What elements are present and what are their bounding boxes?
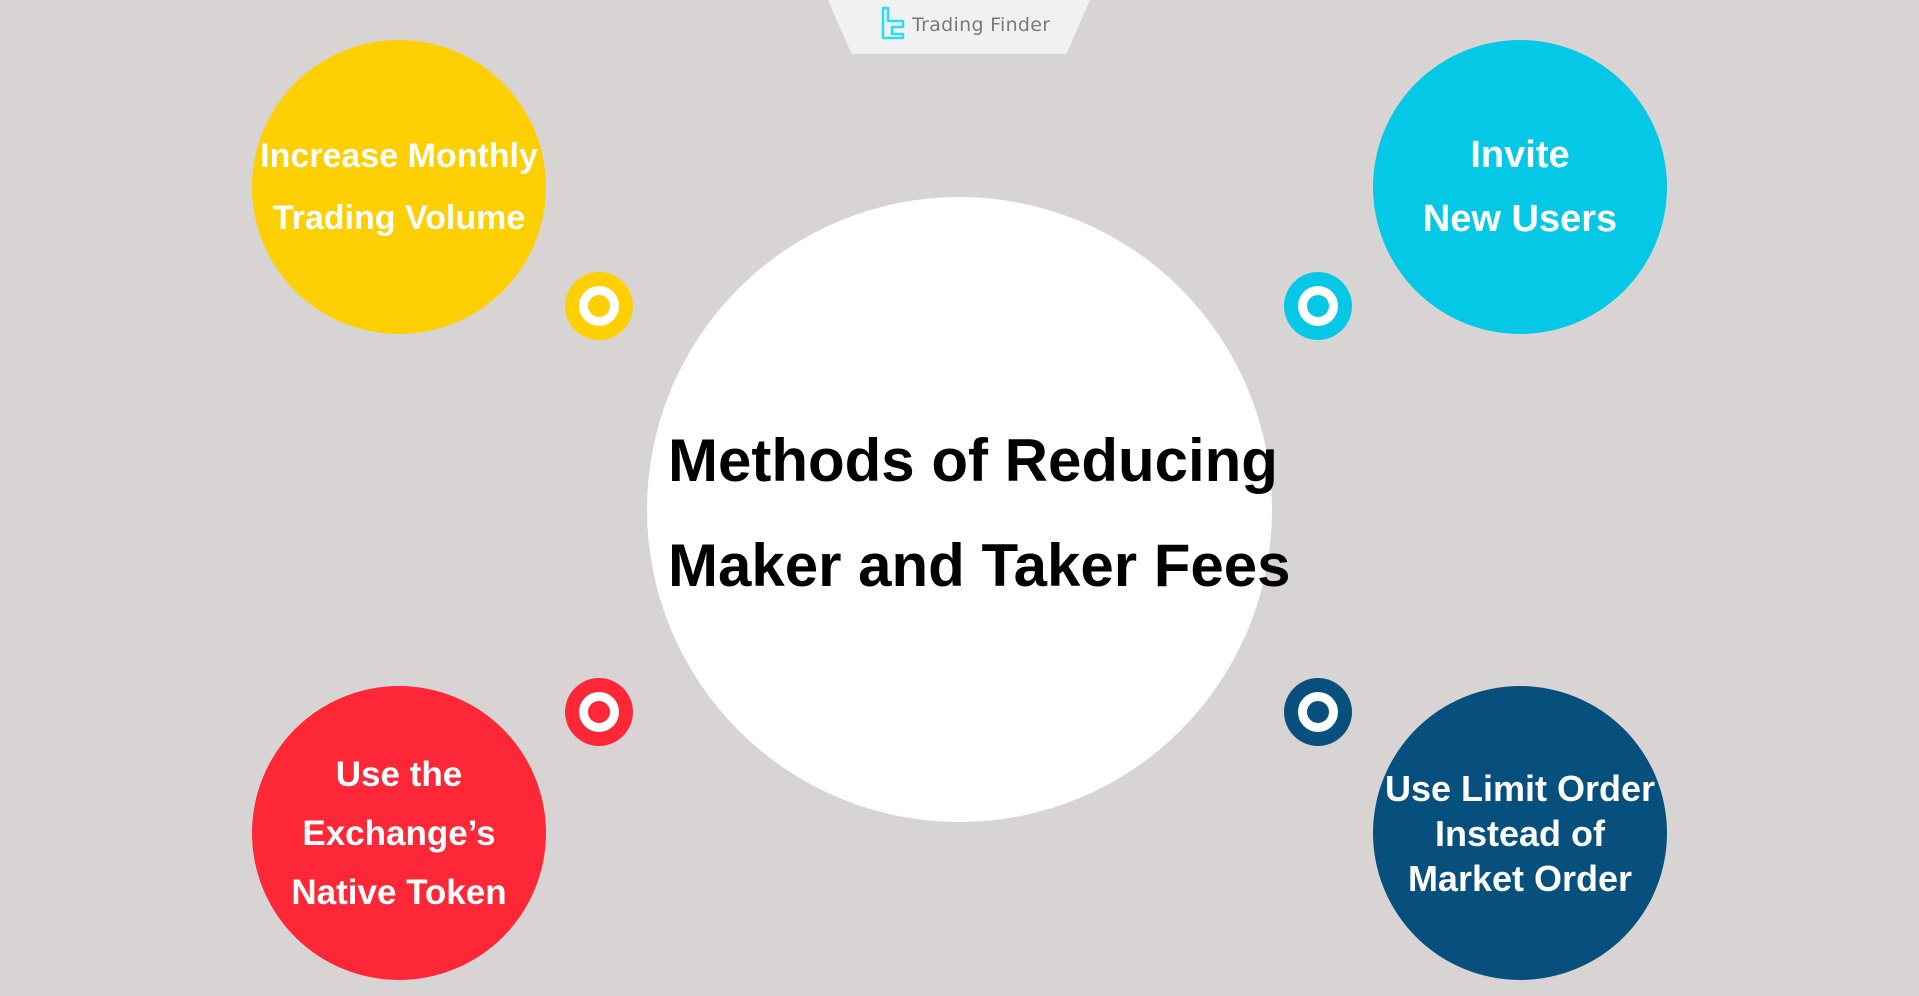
connector-ring-token [565, 678, 633, 746]
brand-tab [828, 0, 1090, 54]
method-invite: Invite New Users [1373, 40, 1667, 334]
method-volume: Increase Monthly Trading Volume [252, 40, 546, 334]
method-limit: Use Limit Order Instead of Market Order [1373, 686, 1667, 980]
brand-name: Trading Finder [912, 14, 1051, 36]
diagram-title: Methods of Reducing Maker and Taker Fees [668, 427, 1291, 599]
method-label: Use Limit Order Instead of Market Order [1384, 767, 1656, 899]
method-label: Use the Exchange’s Native Token [291, 754, 507, 912]
method-label: Invite New Users [1422, 134, 1618, 240]
trading-finder-logo-icon [881, 6, 905, 40]
connector-ring-invite [1284, 272, 1352, 340]
connector-ring-volume [565, 272, 633, 340]
connector-ring-limit [1284, 678, 1352, 746]
center-circle [647, 197, 1272, 822]
method-label: Increase Monthly Trading Volume [260, 137, 538, 237]
method-token: Use the Exchange’s Native Token [252, 686, 546, 980]
